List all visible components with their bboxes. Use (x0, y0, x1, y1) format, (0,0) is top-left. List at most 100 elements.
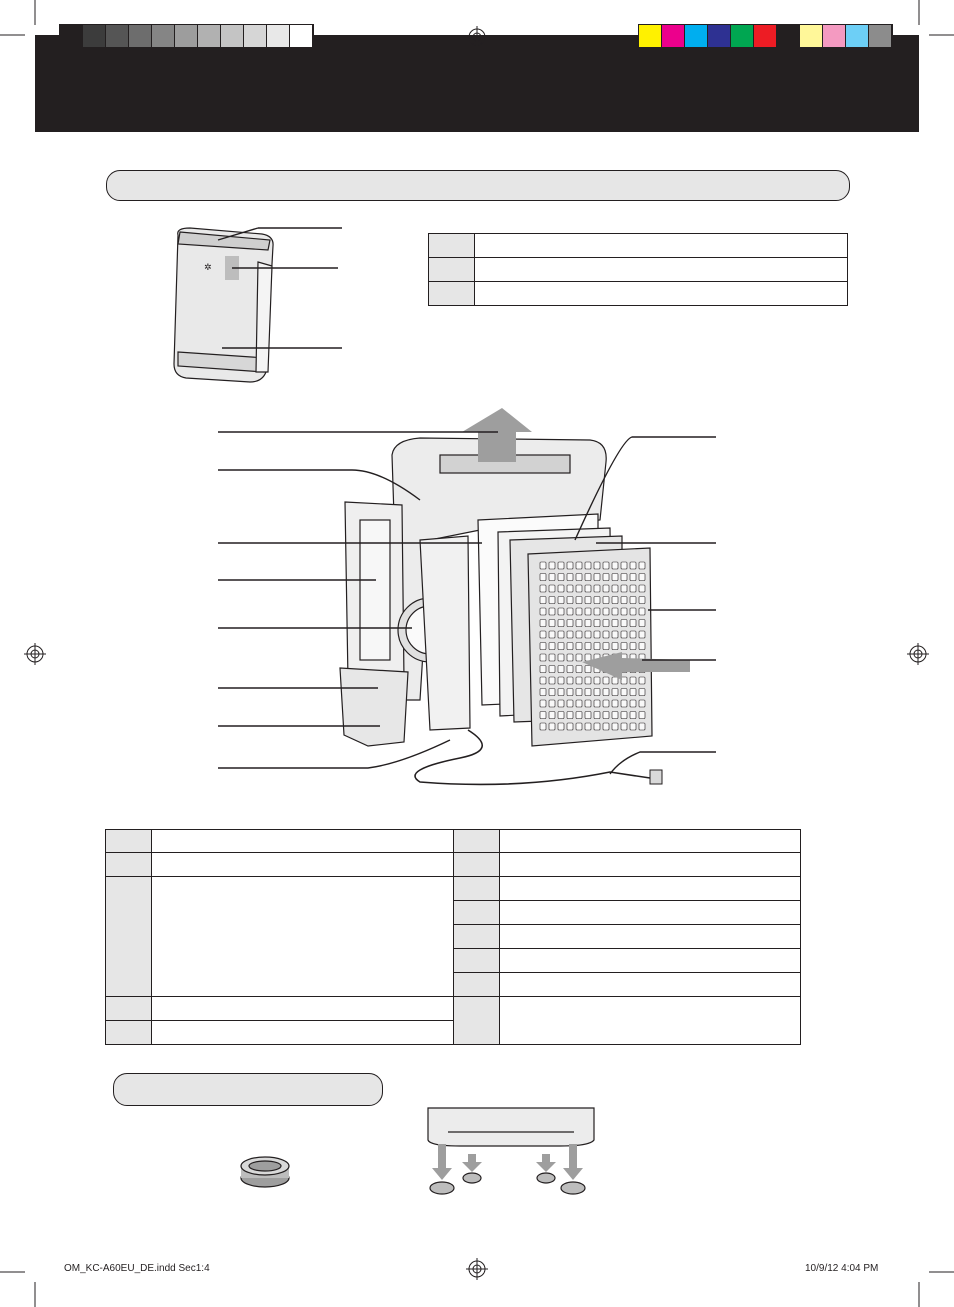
grille-slot (539, 653, 547, 662)
grille-slot (575, 573, 583, 581)
registration-target-top (466, 26, 488, 48)
gray-scale-swatches (59, 24, 314, 50)
grille-slot (584, 619, 592, 627)
grille-slot (584, 688, 592, 696)
grille-slot (566, 619, 574, 627)
color-swatch (83, 25, 106, 47)
grille-slot (584, 676, 592, 685)
grille-slot (629, 688, 637, 696)
grille-slot (593, 699, 601, 708)
grille-slot (566, 711, 574, 719)
grille-slot (575, 699, 583, 708)
grille-slot (611, 607, 619, 616)
grille-slot (584, 607, 592, 616)
grille-slot (620, 642, 628, 650)
grille-slot (638, 561, 646, 570)
front-parts-table (428, 233, 848, 306)
header-band (35, 35, 919, 132)
grille-slot (566, 688, 574, 696)
grille-slot (548, 688, 556, 696)
color-swatch (846, 25, 869, 47)
foot-attach-arrows (432, 1144, 583, 1180)
color-swatch (685, 25, 708, 47)
grille-slot (620, 596, 628, 604)
grille-slot (602, 630, 610, 639)
grille-slot (557, 630, 565, 639)
grille-slot (620, 722, 628, 731)
color-swatch (198, 25, 221, 47)
grille-slot (638, 688, 646, 696)
grille-slot (566, 665, 574, 673)
grille-slot (557, 607, 565, 616)
grille-slot (539, 561, 547, 570)
grille-slot (548, 642, 556, 650)
grille-slot (611, 642, 619, 650)
grille-slot (539, 596, 547, 604)
grille-slot (584, 722, 592, 731)
grille-slot (620, 711, 628, 719)
grille-slot (584, 699, 592, 708)
grille-slot (620, 676, 628, 685)
accessories-title-bar (113, 1073, 383, 1106)
grille-slot (539, 711, 547, 719)
grille-slot (575, 619, 583, 627)
grille-slot (593, 676, 601, 685)
grille-slot (629, 619, 637, 627)
grille-slot (602, 722, 610, 731)
grille-slot (575, 584, 583, 593)
grille-slot (629, 699, 637, 708)
grille-slot (638, 619, 646, 627)
grille-slot (566, 676, 574, 685)
grille-slot (638, 630, 646, 639)
grille-slot (611, 688, 619, 696)
grille-slot (557, 561, 565, 570)
grille-slot (557, 676, 565, 685)
grille-slot (602, 584, 610, 593)
grille-slot (557, 688, 565, 696)
grille-slot (539, 688, 547, 696)
grille-slot (620, 699, 628, 708)
grille-slot (602, 596, 610, 604)
grille-slot (611, 619, 619, 627)
grille-slot (638, 642, 646, 650)
grille-slot (539, 619, 547, 627)
color-swatch (106, 25, 129, 47)
grille-slot (638, 722, 646, 731)
footer-file-info: OM_KC-A60EU_DE.indd Sec1:4 (64, 1263, 210, 1274)
air-intake-arrow (582, 652, 690, 680)
grille-slot (620, 584, 628, 593)
grille-slot (602, 676, 610, 685)
grille-slot (539, 584, 547, 593)
grille-slot (566, 630, 574, 639)
grille-slot (620, 688, 628, 696)
grille-slot (548, 630, 556, 639)
grille-slot (629, 573, 637, 581)
grille-slot (575, 596, 583, 604)
grille-slot (584, 573, 592, 581)
grille-slot (539, 699, 547, 708)
color-swatch (267, 25, 290, 47)
grille-slot (602, 607, 610, 616)
grille-slot (611, 699, 619, 708)
grille-slot (629, 630, 637, 639)
registration-target-bottom (466, 1258, 488, 1280)
grille-slot (629, 711, 637, 719)
registration-target-left (24, 643, 46, 665)
grille-slot (602, 561, 610, 570)
grille-slot (557, 642, 565, 650)
grille-slot (593, 596, 601, 604)
grille-slot (566, 561, 574, 570)
grille-slot (575, 711, 583, 719)
grille-slot (575, 665, 583, 673)
grille-slot (584, 584, 592, 593)
color-swatch (244, 25, 267, 47)
grille-slot (548, 699, 556, 708)
grille-slot (611, 561, 619, 570)
grille-slot (539, 722, 547, 731)
grille-slot (638, 596, 646, 604)
grille-slot (602, 711, 610, 719)
color-swatch (823, 25, 846, 47)
grille-slot (557, 619, 565, 627)
